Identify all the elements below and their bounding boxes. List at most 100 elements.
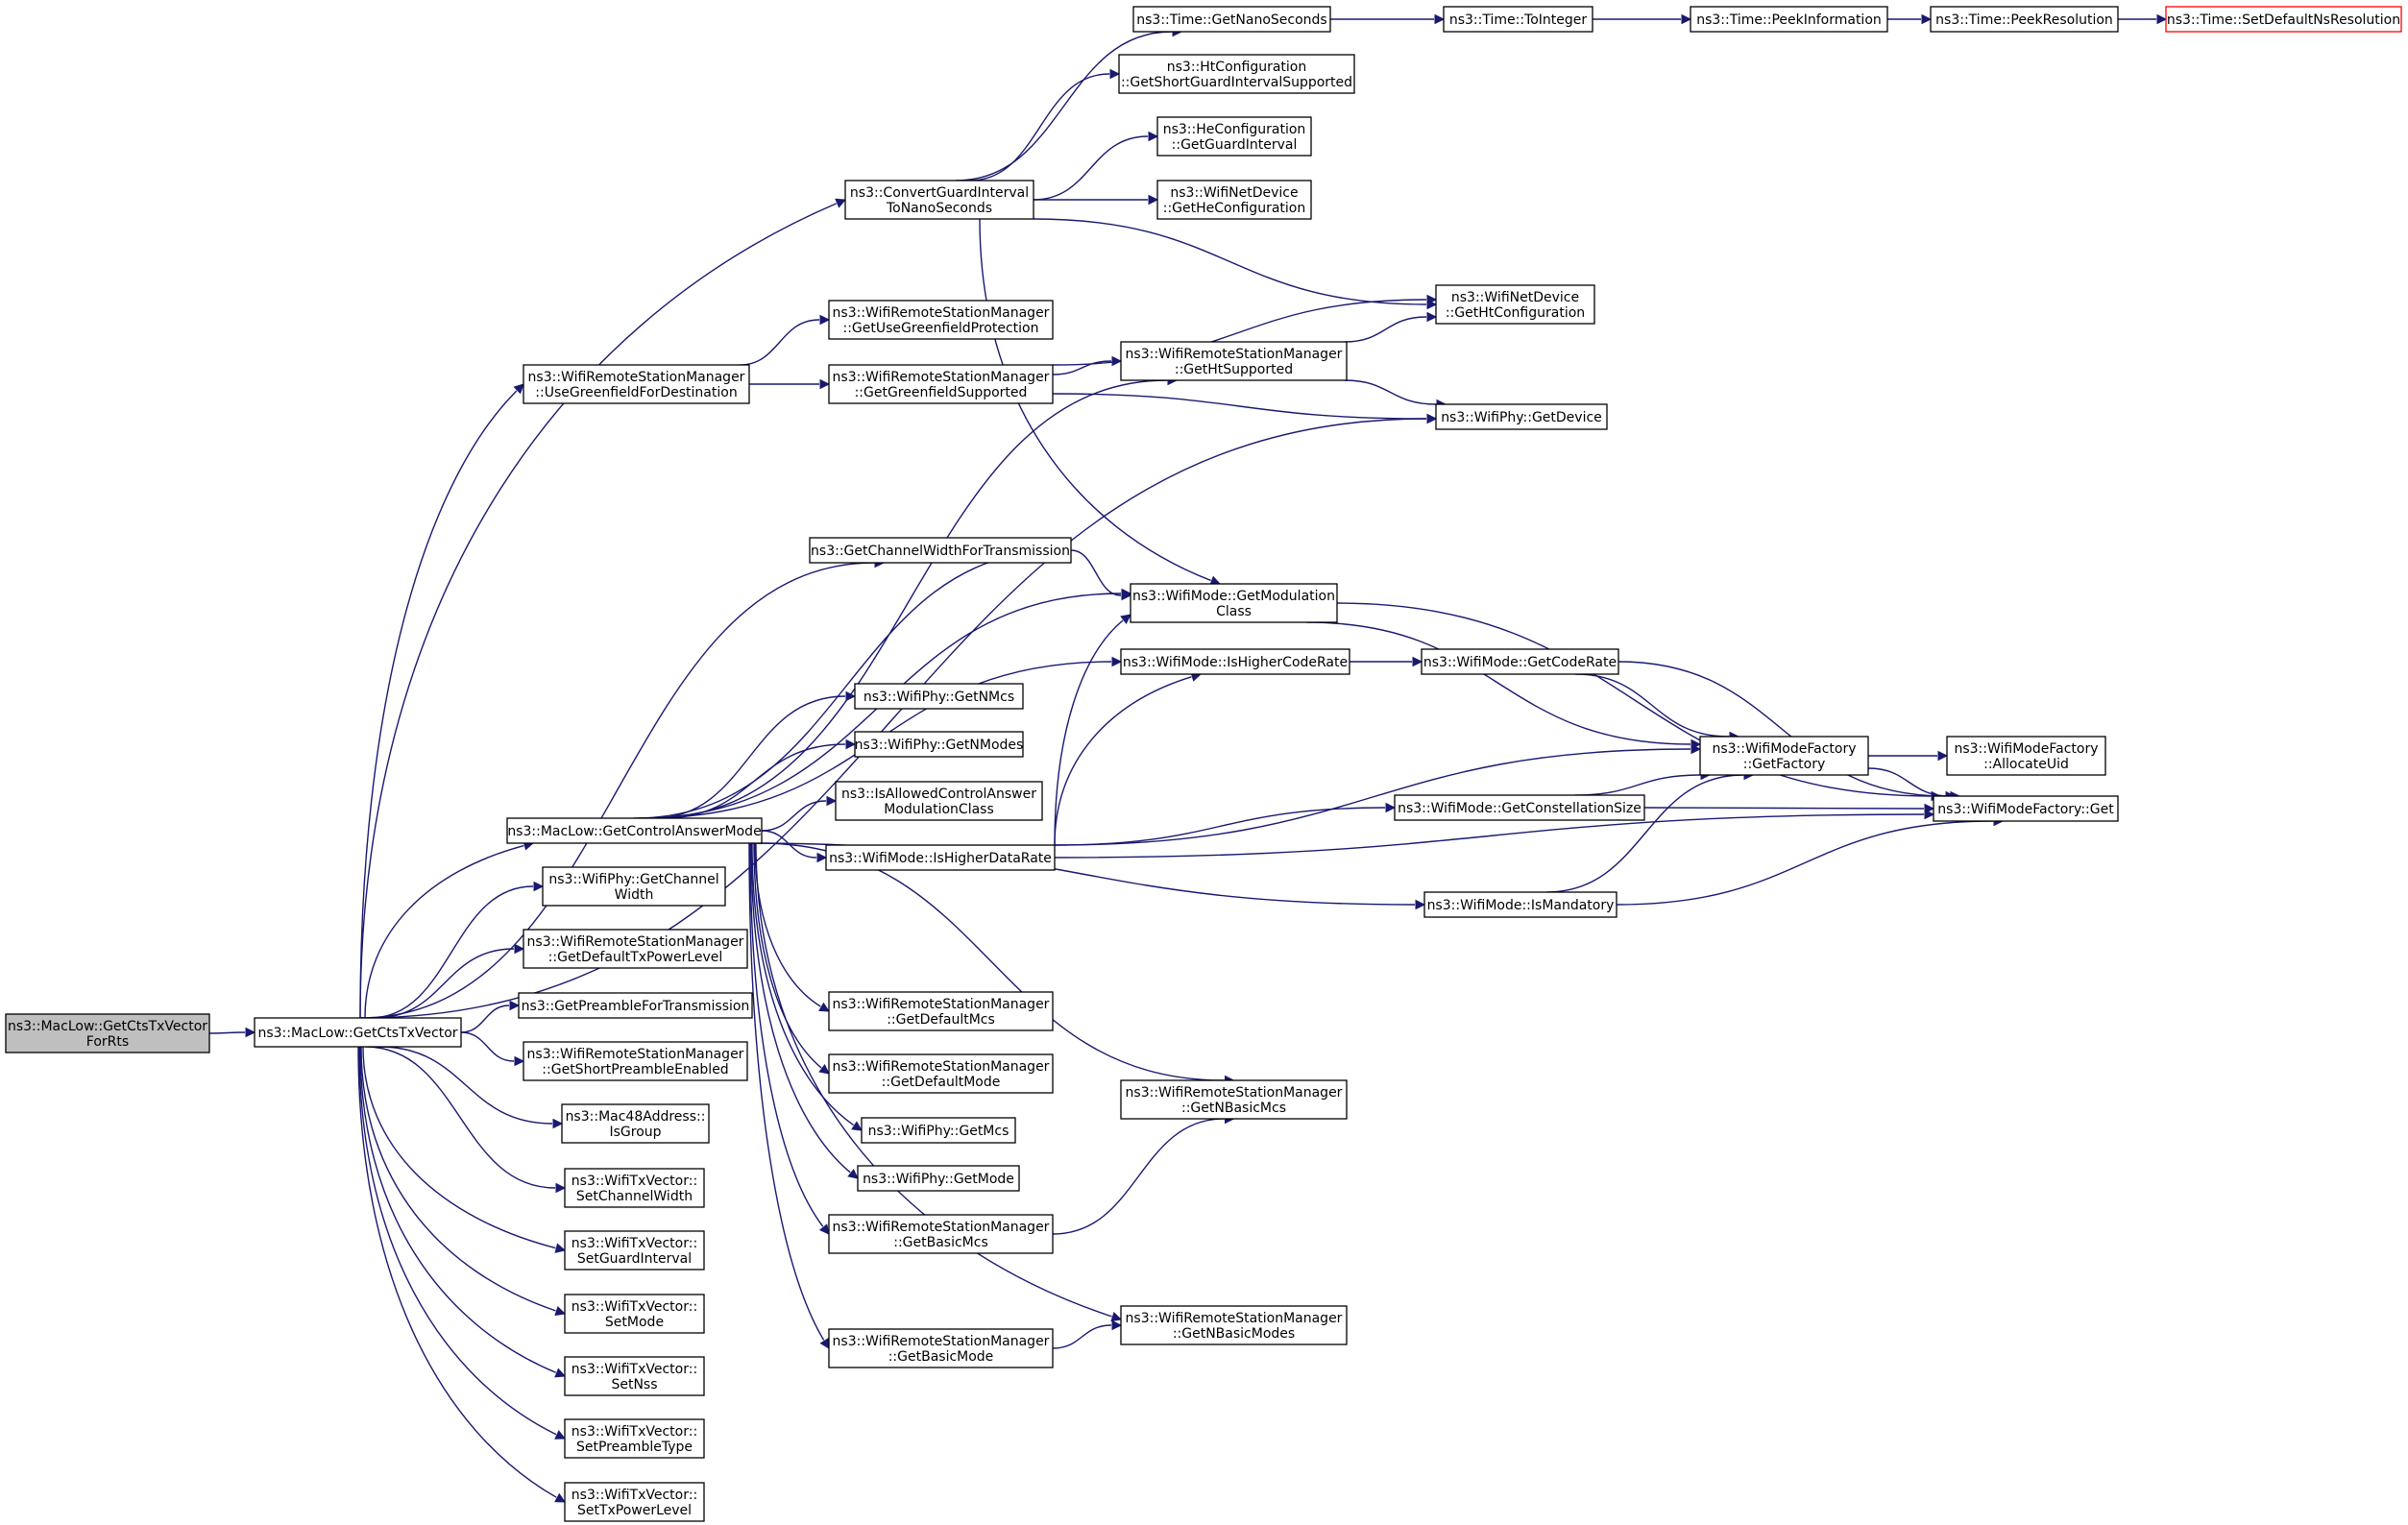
node-ismand[interactable]: ns3::WifiMode::IsMandatory	[1423, 891, 1617, 918]
arrowhead-gcs-to-mfget	[1924, 803, 1935, 814]
node-label: IsGroup	[609, 1125, 661, 1140]
node-label: ns3::GetChannelWidthForTransmission	[811, 544, 1070, 559]
edge-mfgf-to-mfget	[1867, 767, 1951, 797]
node-stpl[interactable]: ns3::WifiTxVector::SetTxPowerLevel	[564, 1482, 705, 1522]
node-pgmode[interactable]: ns3::WifiPhy::GetMode	[857, 1165, 1020, 1192]
node-label: ns3::MacLow::GetControlAnswerMode	[507, 824, 761, 839]
node-gspe[interactable]: ns3::WifiRemoteStationManager::GetShortP…	[523, 1041, 748, 1081]
node-box	[828, 1214, 1054, 1254]
node-peekinfo[interactable]: ns3::Time::PeekInformation	[1690, 6, 1888, 33]
node-gcr[interactable]: ns3::WifiMode::GetCodeRate	[1421, 648, 1619, 675]
node-ugfd[interactable]: ns3::WifiRemoteStationManager::UseGreenf…	[523, 364, 750, 404]
node-ctsv[interactable]: ns3::MacLow::GetCtsTxVector	[254, 1017, 462, 1048]
edge-ihdr-to-mfget	[1054, 813, 1925, 859]
node-smode[interactable]: ns3::WifiTxVector::SetMode	[564, 1294, 705, 1334]
node-label: ns3::WifiMode::GetModulation	[1132, 589, 1335, 604]
arrowhead-gbmode-to-gnbmodes	[1111, 1319, 1123, 1331]
node-box	[1690, 6, 1888, 33]
edge-ctsv-to-gcam	[364, 844, 524, 1019]
node-ihdr[interactable]: ns3::WifiMode::IsHigherDataRate	[825, 844, 1056, 871]
node-gnbmodes[interactable]: ns3::WifiRemoteStationManager::GetNBasic…	[1120, 1305, 1348, 1345]
node-label: ModulationClass	[884, 802, 994, 817]
arrowhead-gcam-to-gbmcs	[818, 1223, 830, 1235]
node-label: ns3::WifiPhy::GetNModes	[855, 738, 1024, 753]
node-label: SetChannelWidth	[576, 1189, 693, 1204]
node-box	[2165, 6, 2402, 33]
edge-gcr-to-mfget	[1617, 661, 1946, 797]
node-label: ns3::WifiRemoteStationManager	[833, 305, 1050, 321]
node-gbmcs[interactable]: ns3::WifiRemoteStationManager::GetBasicM…	[828, 1214, 1054, 1254]
edge-ctsv-to-spt	[358, 1046, 557, 1436]
node-mfget[interactable]: ns3::WifiModeFactory::Get	[1933, 795, 2119, 822]
node-label: ::GetDefaultTxPowerLevel	[548, 950, 723, 965]
edge-ctsv-to-pgdev	[359, 418, 1427, 1019]
node-isg[interactable]: ns3::Mac48Address::IsGroup	[561, 1103, 710, 1144]
node-label: ns3::WifiModeFactory	[1712, 741, 1856, 757]
node-pgdev[interactable]: ns3::WifiPhy::GetDevice	[1435, 403, 1608, 430]
arrowhead-gcam-to-gnbmodes	[1110, 1312, 1123, 1322]
arrowhead-ctsv-to-gpt	[509, 1000, 521, 1011]
arrowhead-mfgf-to-mfau	[1937, 750, 1949, 762]
edge-gcam-to-gdmcs	[754, 842, 821, 1007]
node-ghts[interactable]: ns3::WifiRemoteStationManager::GetHtSupp…	[1120, 341, 1348, 381]
node-gdtp[interactable]: ns3::WifiRemoteStationManager::GetDefaul…	[523, 929, 748, 969]
arrowhead-gcam-to-pgmcs	[851, 1121, 863, 1131]
node-gnmodes[interactable]: ns3::WifiPhy::GetNModes	[854, 731, 1024, 758]
node-ggs[interactable]: ns3::WifiRemoteStationManager::GetGreenf…	[828, 364, 1054, 404]
node-gugp[interactable]: ns3::WifiRemoteStationManager::GetUseGre…	[828, 300, 1054, 340]
node-label: ns3::WifiMode::IsHigherDataRate	[829, 851, 1052, 866]
node-peekres[interactable]: ns3::Time::PeekResolution	[1930, 6, 2119, 33]
node-label: ::GetFactory	[1743, 757, 1826, 772]
edge-ctsv-to-stpl	[357, 1046, 557, 1498]
node-gdmode[interactable]: ns3::WifiRemoteStationManager::GetDefaul…	[828, 1053, 1054, 1094]
node-label: ::UseGreenfieldForDestination	[535, 385, 737, 400]
node-hcgi[interactable]: ns3::HeConfiguration::GetGuardInterval	[1156, 116, 1312, 157]
node-gcam[interactable]: ns3::MacLow::GetControlAnswerMode	[506, 817, 763, 844]
arrowhead-gcam-to-gnmcs	[845, 690, 857, 702]
node-label: ns3::WifiRemoteStationManager	[1126, 347, 1343, 362]
node-sgi[interactable]: ns3::WifiTxVector::SetGuardInterval	[564, 1230, 705, 1271]
node-box	[564, 1230, 705, 1271]
node-gnbmcs[interactable]: ns3::WifiRemoteStationManager::GetNBasic…	[1120, 1079, 1348, 1120]
node-cwt[interactable]: ns3::GetChannelWidthForTransmission	[809, 537, 1072, 564]
node-mfau[interactable]: ns3::WifiModeFactory::AllocateUid	[1946, 736, 2106, 776]
node-iacam[interactable]: ns3::IsAllowedControlAnswerModulationCla…	[835, 781, 1043, 821]
node-box	[1435, 284, 1595, 325]
node-gbmode[interactable]: ns3::WifiRemoteStationManager::GetBasicM…	[828, 1328, 1054, 1368]
node-sdnr[interactable]: ns3::Time::SetDefaultNsResolution	[2165, 6, 2402, 33]
node-gcs[interactable]: ns3::WifiMode::GetConstellationSize	[1394, 794, 1645, 821]
node-gdmcs[interactable]: ns3::WifiRemoteStationManager::GetDefaul…	[828, 991, 1054, 1031]
node-gpt[interactable]: ns3::GetPreambleForTransmission	[518, 992, 753, 1019]
node-spt[interactable]: ns3::WifiTxVector::SetPreambleType	[564, 1418, 705, 1459]
node-ihcr[interactable]: ns3::WifiMode::IsHigherCodeRate	[1120, 648, 1350, 675]
node-toint[interactable]: ns3::Time::ToInteger	[1443, 6, 1593, 33]
arrowhead-ctsv-to-ugfd	[513, 383, 524, 395]
arrowhead-ctsv-to-scw	[555, 1182, 567, 1194]
node-scw[interactable]: ns3::WifiTxVector::SetChannelWidth	[564, 1168, 705, 1208]
edge-ctsv-to-pgcw	[369, 885, 534, 1019]
node-label: ns3::WifiRemoteStationManager	[833, 1059, 1050, 1075]
edge-ghts-to-ndght	[1344, 316, 1427, 343]
node-pgcw[interactable]: ns3::WifiPhy::GetChannelWidth	[542, 866, 726, 907]
node-pgmcs[interactable]: ns3::WifiPhy::GetMcs	[861, 1117, 1016, 1144]
node-gnmcs[interactable]: ns3::WifiPhy::GetNMcs	[854, 683, 1024, 710]
node-label: ns3::MacLow::GetCtsTxVector	[8, 1019, 207, 1034]
node-gsgis[interactable]: ns3::HtConfiguration::GetShortGuardInter…	[1118, 54, 1355, 94]
node-ndght[interactable]: ns3::WifiNetDevice::GetHtConfiguration	[1435, 284, 1595, 325]
node-box	[518, 992, 753, 1019]
node-label: ::GetDefaultMode	[882, 1075, 1001, 1090]
node-label: ns3::Mac48Address::	[566, 1109, 706, 1125]
node-box	[1421, 648, 1619, 675]
node-gns[interactable]: ns3::Time::GetNanoSeconds	[1132, 6, 1331, 33]
node-snss[interactable]: ns3::WifiTxVector::SetNss	[564, 1356, 705, 1396]
node-label: ns3::WifiRemoteStationManager	[1126, 1311, 1343, 1326]
edge-ctsv-to-gdtp	[374, 948, 515, 1019]
node-ndghe[interactable]: ns3::WifiNetDevice::GetHeConfiguration	[1156, 180, 1312, 220]
node-box	[523, 929, 748, 969]
node-box	[542, 866, 726, 907]
node-label: ns3::WifiTxVector::	[572, 1174, 697, 1189]
node-mfgf[interactable]: ns3::WifiModeFactory::GetFactory	[1699, 736, 1869, 776]
